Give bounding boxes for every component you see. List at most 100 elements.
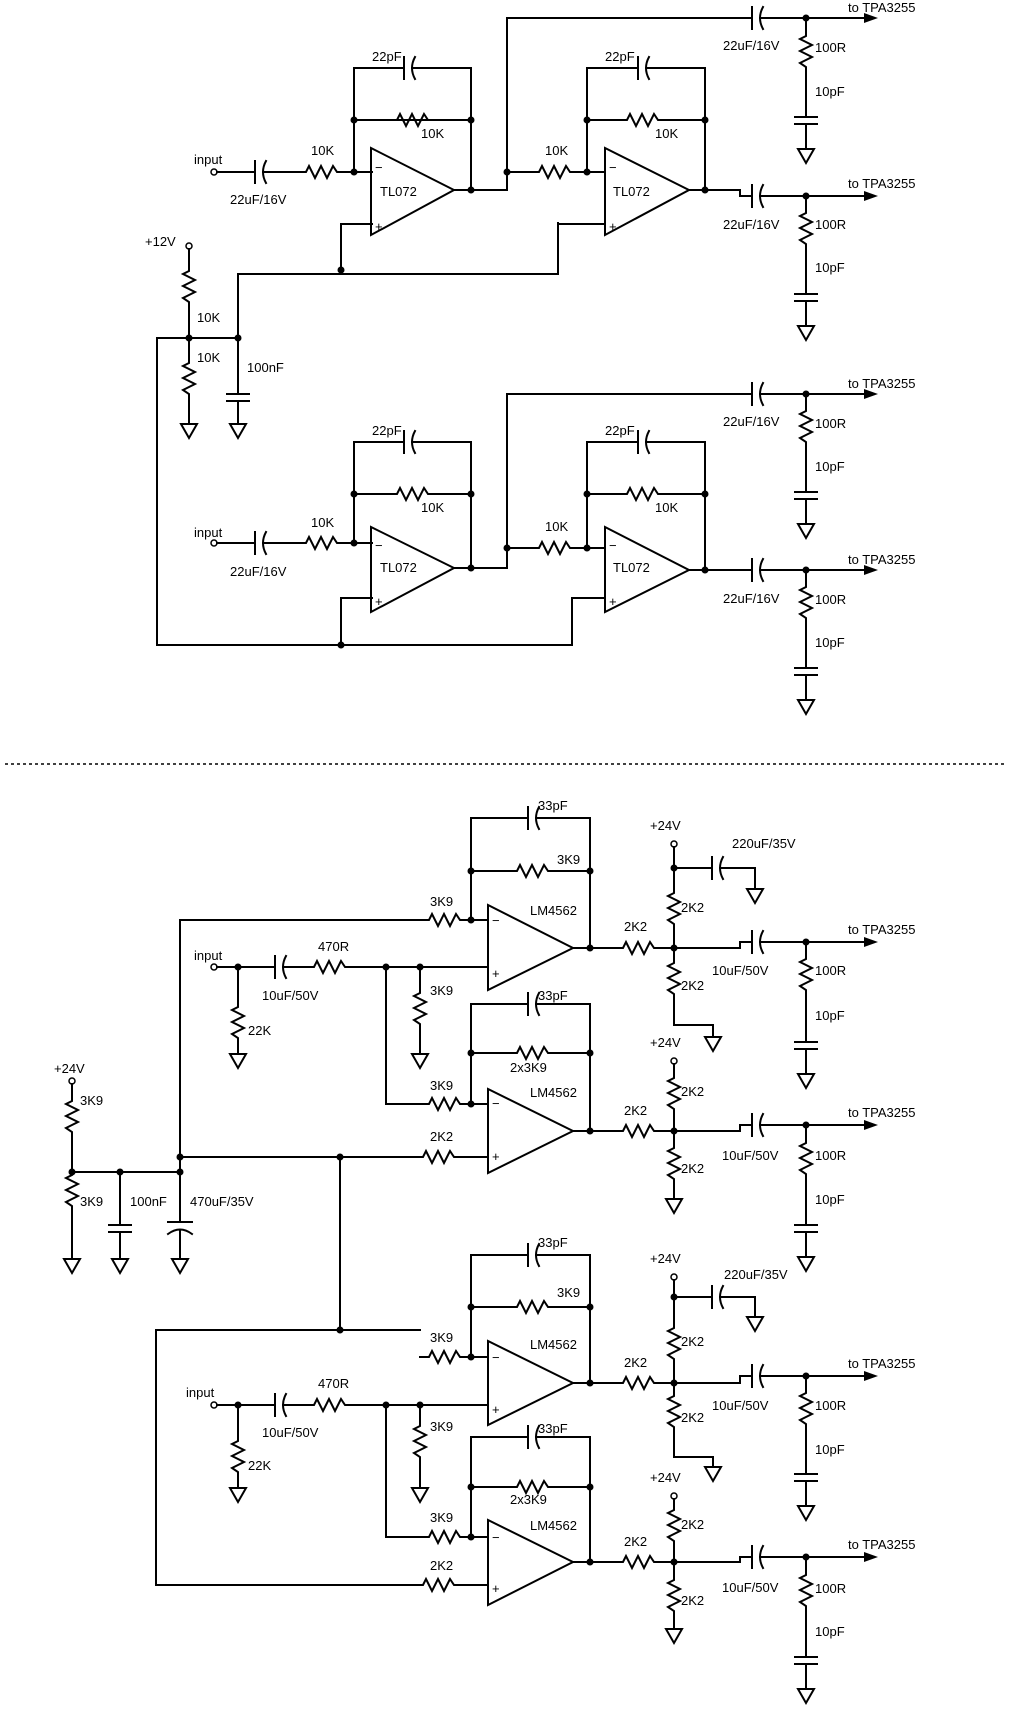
inverting-resistor-label: 3K9 [430, 1078, 453, 1093]
shunt-cap-label: 10pF [815, 1192, 845, 1207]
feedback-resistor-label: 10K [421, 126, 444, 141]
output-cap-label: 10uF/50V [712, 963, 769, 978]
feedback-resistor-label: 2x3K9 [510, 1060, 547, 1075]
feedback-cap-label: 33pF [538, 988, 568, 1003]
series-resistor-label: 470R [318, 1376, 349, 1391]
minus-sign: − [492, 913, 500, 928]
decoupling-cap-label: 220uF/35V [724, 1267, 788, 1282]
shunt-cap-label: 10pF [815, 1442, 845, 1457]
output-label: to TPA3255 [848, 176, 915, 191]
supply-label: +24V [650, 1470, 681, 1485]
output-resistor-label: 2K2 [624, 1103, 647, 1118]
minus-sign: − [609, 538, 617, 553]
opamp-label: LM4562 [530, 903, 577, 918]
channel-1: input 22uF/16V 10K 22pF 10K TL072 − + 22… [194, 0, 915, 271]
output-label: to TPA3255 [848, 1537, 915, 1552]
minus-sign: − [609, 160, 617, 175]
plus-sign: + [375, 594, 383, 609]
lower-resistor-label: 10K [197, 350, 220, 365]
output-cap-label: 10uF/50V [712, 1398, 769, 1413]
shunt-cap-label: 10pF [815, 1008, 845, 1023]
plus-sign: + [375, 219, 383, 234]
output-cap-label: 10uF/50V [722, 1580, 779, 1595]
feedback-resistor-label: 10K [655, 126, 678, 141]
bias-network: +12V 10K 10K 100nF [145, 222, 573, 649]
channel-4: 10K 22pF 10K TL072 − + 22uF/16V to TPA32… [503, 423, 915, 715]
feedback-cap-label: 33pF [538, 1421, 568, 1436]
shunt-cap-label: 10pF [815, 1624, 845, 1639]
divider-top-label: 2K2 [681, 1334, 704, 1349]
lower-resistor-label: 3K9 [80, 1194, 103, 1209]
series-resistor-label: 100R [815, 1398, 846, 1413]
series-resistor-label: 100R [815, 416, 846, 431]
feedback-resistor-label: 10K [655, 500, 678, 515]
opamp-label: TL072 [380, 184, 417, 199]
input-cap-label: 10uF/50V [262, 1425, 319, 1440]
feedback-resistor-label: 3K9 [557, 1285, 580, 1300]
output-cap-label: 10uF/50V [722, 1148, 779, 1163]
lm4562-section: +24V 3K9 3K9 100nF 470uF/35V input 10uF/… [54, 798, 915, 1704]
feedback-cap-label: 22pF [605, 423, 635, 438]
input-cap-label: 10uF/50V [262, 988, 319, 1003]
plus-sign: + [609, 219, 617, 234]
minus-sign: − [375, 538, 383, 553]
series-resistor-label: 100R [815, 1148, 846, 1163]
bias-cap-label: 100nF [130, 1194, 167, 1209]
supply-label: +24V [54, 1061, 85, 1076]
output-label: to TPA3255 [848, 376, 915, 391]
plus-sign: + [492, 966, 500, 981]
divider-top-label: 2K2 [681, 900, 704, 915]
opamp-label: LM4562 [530, 1518, 577, 1533]
input-label: input [194, 525, 223, 540]
input-cap-label: 22uF/16V [230, 192, 287, 207]
output-resistor-label: 2K2 [624, 1355, 647, 1370]
divider-top-label: 2K2 [681, 1517, 704, 1532]
minus-sign: − [492, 1530, 500, 1545]
output-label: to TPA3255 [848, 1356, 915, 1371]
input-cap-label: 22uF/16V [230, 564, 287, 579]
upper-resistor-label: 3K9 [80, 1093, 103, 1108]
inverting-resistor-label: 3K9 [430, 894, 453, 909]
inverting-resistor-label: 3K9 [430, 1330, 453, 1345]
output-label: to TPA3255 [848, 0, 915, 15]
plus-sign: + [492, 1149, 500, 1164]
output-resistor-label: 2K2 [624, 919, 647, 934]
input-label: input [194, 948, 223, 963]
series-resistor-label: 470R [318, 939, 349, 954]
shunt-cap-label: 10pF [815, 84, 845, 99]
divider-top-label: 2K2 [681, 1084, 704, 1099]
series-resistor-label: 100R [815, 1581, 846, 1596]
channel-3: input 22uF/16V 10K 22pF 10K TL072 − + 22… [194, 376, 915, 614]
bias-cap-label: 100nF [247, 360, 284, 375]
series-resistor-label: 100R [815, 217, 846, 232]
input-label: input [194, 152, 223, 167]
output-cap-label: 22uF/16V [723, 38, 780, 53]
input-label: input [186, 1385, 215, 1400]
input-resistor-label: 10K [545, 519, 568, 534]
inverting-resistor-label: 3K9 [430, 1510, 453, 1525]
input-resistor-label: 10K [311, 143, 334, 158]
minus-sign: − [492, 1096, 500, 1111]
shunt-resistor-label: 22K [248, 1023, 271, 1038]
output-cap-label: 22uF/16V [723, 217, 780, 232]
opamp-label: TL072 [613, 560, 650, 575]
series-resistor-label: 100R [815, 592, 846, 607]
upper-resistor-label: 10K [197, 310, 220, 325]
feedback-resistor-label: 10K [421, 500, 444, 515]
supply-label: +24V [650, 1251, 681, 1266]
output-label: to TPA3255 [848, 922, 915, 937]
decoupling-cap-label: 220uF/35V [732, 836, 796, 851]
feedback-resistor-label: 2x3K9 [510, 1492, 547, 1507]
input-resistor-label: 10K [311, 515, 334, 530]
feedback-resistor-label: 3K9 [557, 852, 580, 867]
supply-label: +24V [650, 1035, 681, 1050]
opamp-label: LM4562 [530, 1085, 577, 1100]
bulk-cap-label: 470uF/35V [190, 1194, 254, 1209]
opamp-label: TL072 [613, 184, 650, 199]
shunt-cap-label: 10pF [815, 260, 845, 275]
noninverting-resistor-label: 2K2 [430, 1129, 453, 1144]
shunt-cap-label: 10pF [815, 635, 845, 650]
series-resistor-label: 100R [815, 963, 846, 978]
noninverting-resistor-label: 2K2 [430, 1558, 453, 1573]
